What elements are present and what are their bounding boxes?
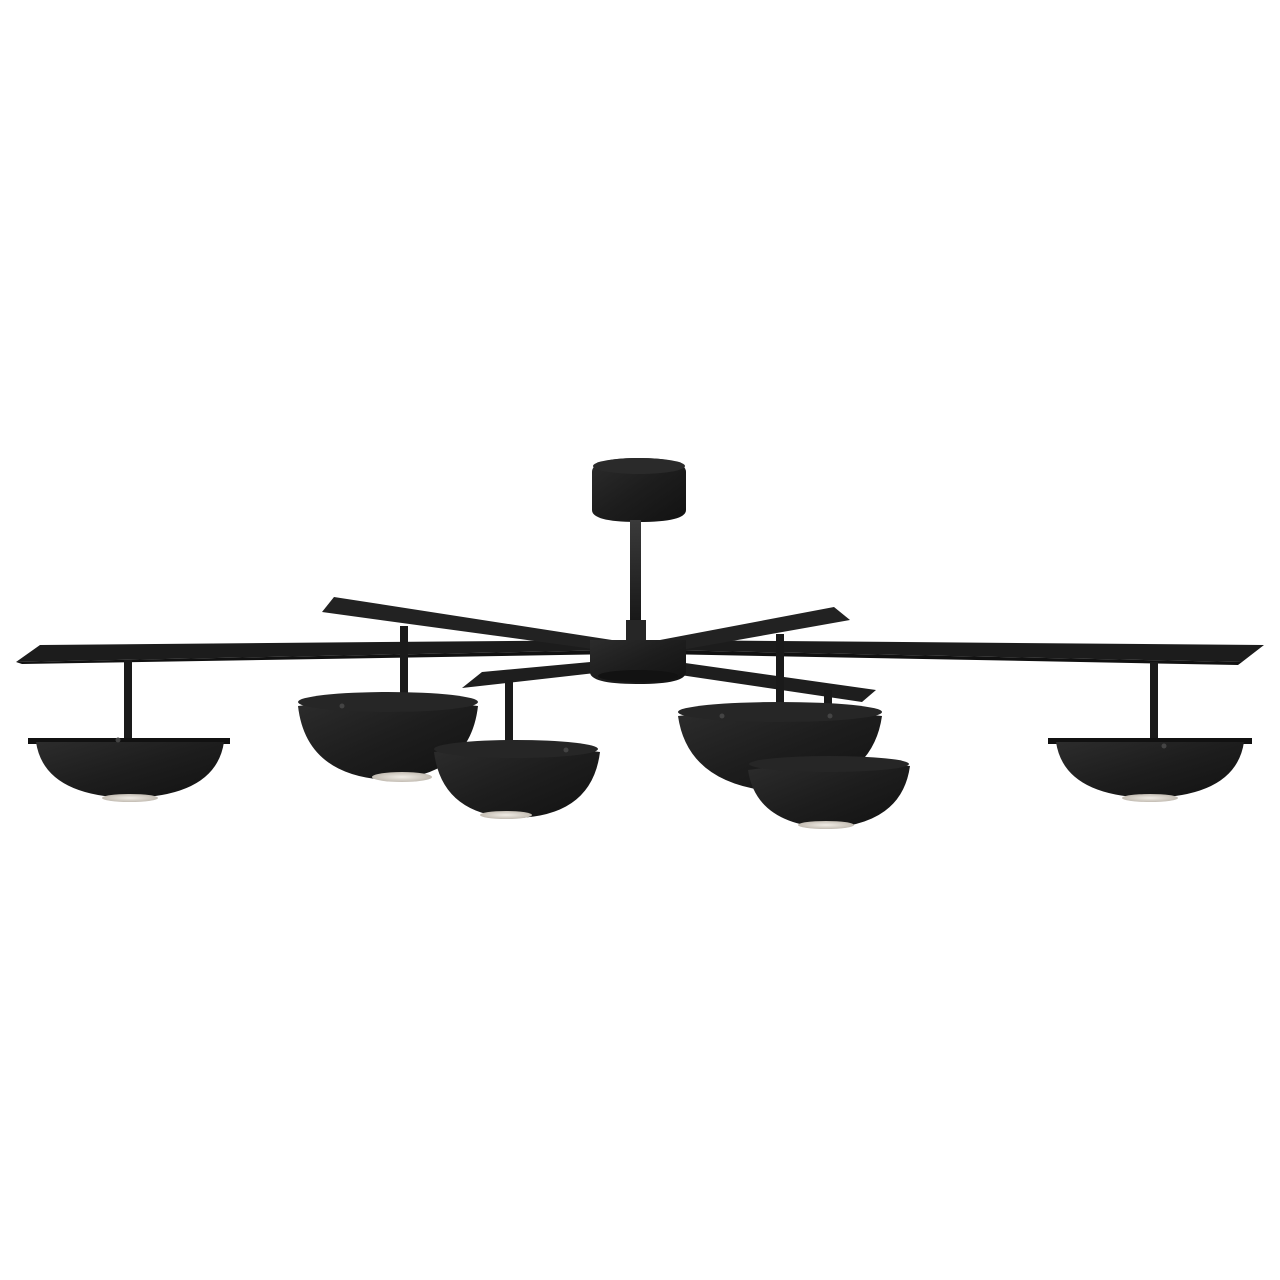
center-hub bbox=[590, 620, 686, 684]
arm-back-right bbox=[660, 607, 850, 652]
shade-far-left bbox=[28, 737, 230, 802]
long-arm-right bbox=[660, 640, 1264, 665]
shade-front-right bbox=[748, 756, 910, 829]
long-arm-left bbox=[16, 640, 620, 664]
shade-back-left bbox=[298, 692, 478, 782]
arm-back-left bbox=[322, 597, 612, 650]
stem-shade-back-right bbox=[776, 634, 784, 714]
arm-front-left bbox=[462, 660, 612, 688]
stem-shade-front-left bbox=[505, 680, 513, 746]
ceiling-canopy bbox=[592, 458, 686, 522]
stem-shade-far-right bbox=[1150, 662, 1158, 740]
shade-front-left bbox=[434, 740, 600, 819]
stem-shade-back-left bbox=[400, 626, 408, 706]
shade-far-right bbox=[1048, 738, 1252, 802]
stem-shade-far-left bbox=[124, 660, 132, 738]
down-rod bbox=[630, 520, 641, 630]
arm-front-right bbox=[660, 660, 876, 702]
